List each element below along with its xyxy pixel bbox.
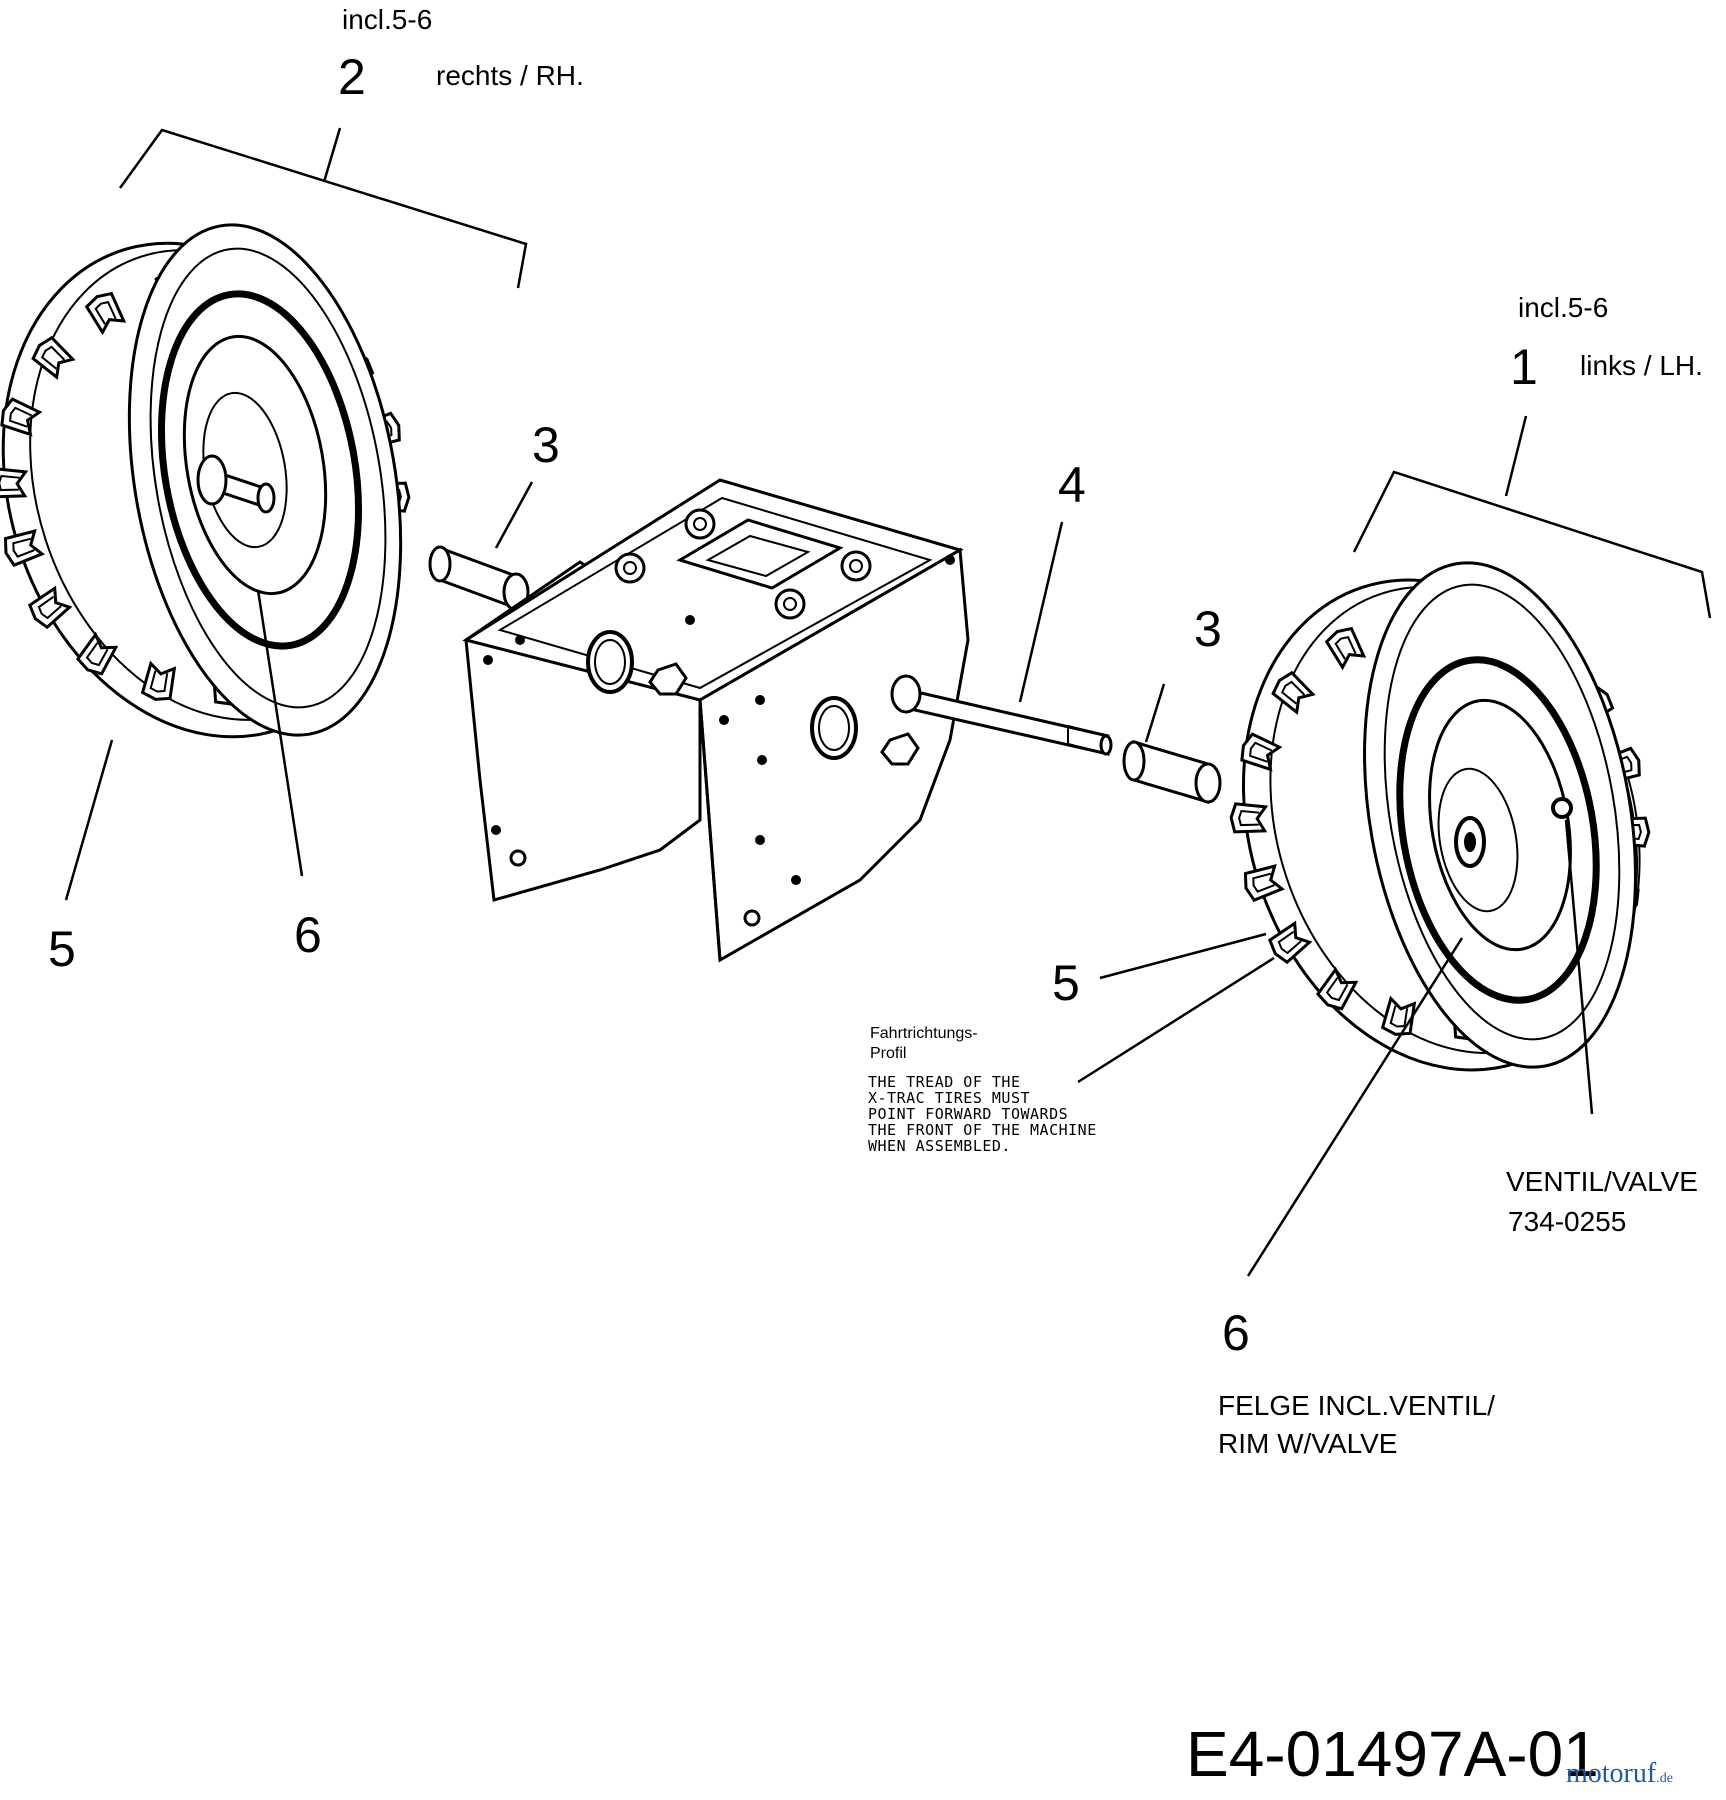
diagram-code: E4-01497A-01 <box>1186 1718 1599 1790</box>
axle <box>890 674 1113 756</box>
incl-label-assembly-1: incl.5-6 <box>1518 292 1609 323</box>
valve-label: VENTIL/VALVE <box>1506 1166 1698 1197</box>
valve-stem <box>1551 797 1573 819</box>
frame-housing <box>462 478 970 963</box>
leader-lines <box>64 481 1594 1277</box>
part-number-5-right: 5 <box>1052 955 1080 1011</box>
part-number-6-left: 6 <box>294 907 322 963</box>
part-number-2: 2 <box>338 49 366 105</box>
part-number-3-left: 3 <box>532 417 560 473</box>
wheel-right-hand <box>0 223 411 739</box>
watermark-logo[interactable]: motoruf.de <box>1566 1758 1673 1789</box>
rim-caption-line-2: RIM W/VALVE <box>1218 1428 1398 1459</box>
rim-caption-line-1: FELGE INCL.VENTIL/ <box>1218 1390 1495 1421</box>
part-number-1: 1 <box>1510 339 1538 395</box>
incl-label-assembly-2: incl.5-6 <box>342 4 433 35</box>
rim <box>157 290 363 650</box>
tread-note-title: Fahrtrichtungs- Profil <box>870 1025 978 1062</box>
part-number-5-left: 5 <box>48 921 76 977</box>
bracket-assembly-1 <box>1352 415 1712 619</box>
wheel-left-hand <box>1229 561 1651 1072</box>
side-label-lh: links / LH. <box>1580 350 1703 381</box>
part-number-6-right: 6 <box>1222 1305 1250 1361</box>
tread-direction-note: THE TREAD OF THE X-TRAC TIRES MUST POINT… <box>868 1073 1097 1155</box>
part-number-3-right: 3 <box>1194 601 1222 657</box>
valve-part-number: 734-0255 <box>1508 1206 1627 1237</box>
part-number-4: 4 <box>1058 457 1086 513</box>
bracket-assembly-2 <box>118 127 528 289</box>
spacer-right <box>1122 739 1222 805</box>
spacer-left <box>428 545 530 612</box>
side-label-rh: rechts / RH. <box>436 60 584 91</box>
rim <box>1396 656 1600 1004</box>
